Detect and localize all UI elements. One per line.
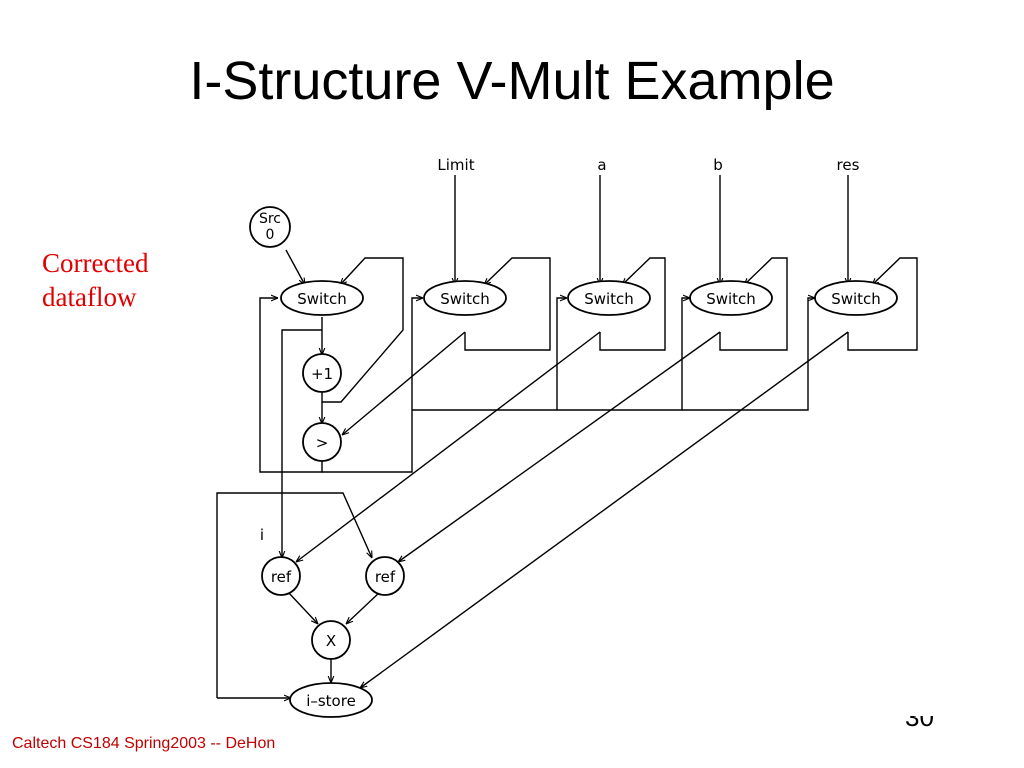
switch-node-3-label: Switch <box>584 290 634 308</box>
edge-src-to-switch1 <box>285 249 305 285</box>
note-line-1: Corrected <box>42 248 149 278</box>
edge-res-to-store <box>360 331 849 688</box>
src-node: Src 0 <box>249 206 291 248</box>
edge-ref-right-to-multiply <box>346 591 381 624</box>
loop-switch2 <box>464 257 551 351</box>
slide-title: I-Structure V-Mult Example <box>189 51 835 111</box>
input-label-res: res <box>837 156 860 174</box>
multiply-node-label: X <box>326 632 336 650</box>
ref-node-left-label: ref <box>271 568 292 586</box>
edge-ref-left-to-multiply <box>287 591 318 624</box>
switch-node-5: Switch <box>814 280 898 316</box>
multiply-node: X <box>311 620 351 660</box>
increment-node: +1 <box>302 353 342 393</box>
input-label-a: a <box>597 156 606 174</box>
note-line-2: dataflow <box>42 282 137 312</box>
ref-node-right-label: ref <box>375 568 396 586</box>
compare-node: > <box>302 422 342 462</box>
edge-a-to-ref-left <box>296 331 601 562</box>
edge-b-to-ref-right <box>398 331 721 562</box>
corrected-dataflow-note: Corrected dataflow <box>42 246 148 314</box>
footer-credit: Caltech CS184 Spring2003 -- DeHon <box>12 735 276 752</box>
ref-node-right: ref <box>365 556 405 596</box>
edge-compare-to-switch2 <box>322 298 423 473</box>
switch-node-1: Switch <box>280 280 364 316</box>
switch-node-1-label: Switch <box>297 290 347 308</box>
input-label-b: b <box>713 156 723 174</box>
switch-node-2: Switch <box>423 280 507 316</box>
diagram-input-labels: Limit a b res i <box>260 156 860 544</box>
page-number: 30 <box>905 702 934 732</box>
loop-switch5 <box>847 257 918 351</box>
switch-node-3: Switch <box>567 280 651 316</box>
edge-compare-to-switch3 <box>412 298 567 411</box>
compare-node-label: > <box>316 434 329 452</box>
edge-switch2-to-compare <box>342 331 466 435</box>
loop-increment-to-switch1 <box>322 257 404 403</box>
ref-node-left: ref <box>261 556 301 596</box>
switch-node-4-label: Switch <box>706 290 756 308</box>
src-node-line2: 0 <box>266 227 275 243</box>
store-node-label: i–store <box>306 692 356 710</box>
edge-compare-to-switch4 <box>557 298 690 411</box>
edge-compare-to-switch5 <box>682 298 815 411</box>
store-node: i–store <box>289 682 373 718</box>
loop-switch4 <box>719 257 788 351</box>
edge-index-loop-to-ref-right <box>216 492 373 698</box>
edge-compare-to-switch1 <box>259 298 323 473</box>
index-label: i <box>260 526 264 544</box>
edge-index-to-ref-left <box>282 329 322 558</box>
input-label-limit: Limit <box>437 156 474 174</box>
loop-switch3 <box>599 257 666 351</box>
switch-node-4: Switch <box>689 280 773 316</box>
src-node-line1: Src <box>259 211 281 227</box>
switch-node-5-label: Switch <box>831 290 881 308</box>
increment-node-label: +1 <box>311 365 333 383</box>
diagram-edges <box>216 175 918 698</box>
switch-node-2-label: Switch <box>440 290 490 308</box>
